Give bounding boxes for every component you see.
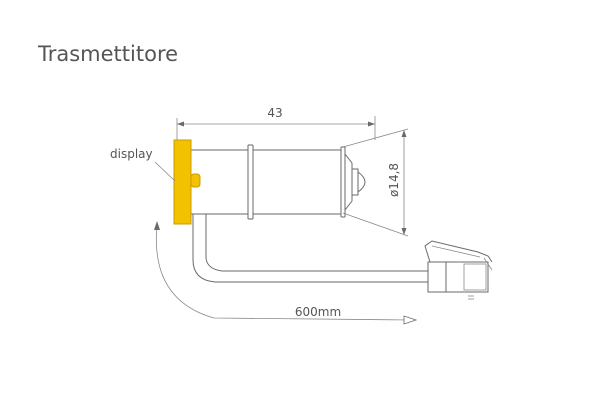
length-dimension: 43: [176, 106, 376, 140]
rj-connector: [424, 240, 493, 300]
display-callout: display: [110, 147, 176, 182]
length-dim-label: 43: [267, 106, 282, 120]
diameter-dim-label: ø14,8: [387, 163, 401, 197]
cable-length-dimension: 600mm: [154, 221, 418, 325]
cable-length-label: 600mm: [295, 305, 341, 319]
diameter-dimension: ø14,8: [342, 128, 409, 237]
page-title: Trasmettitore: [38, 42, 179, 66]
cable: [192, 214, 428, 283]
transmitter-body: [191, 144, 366, 220]
display-label: display: [110, 147, 153, 161]
display-element: [173, 139, 201, 225]
